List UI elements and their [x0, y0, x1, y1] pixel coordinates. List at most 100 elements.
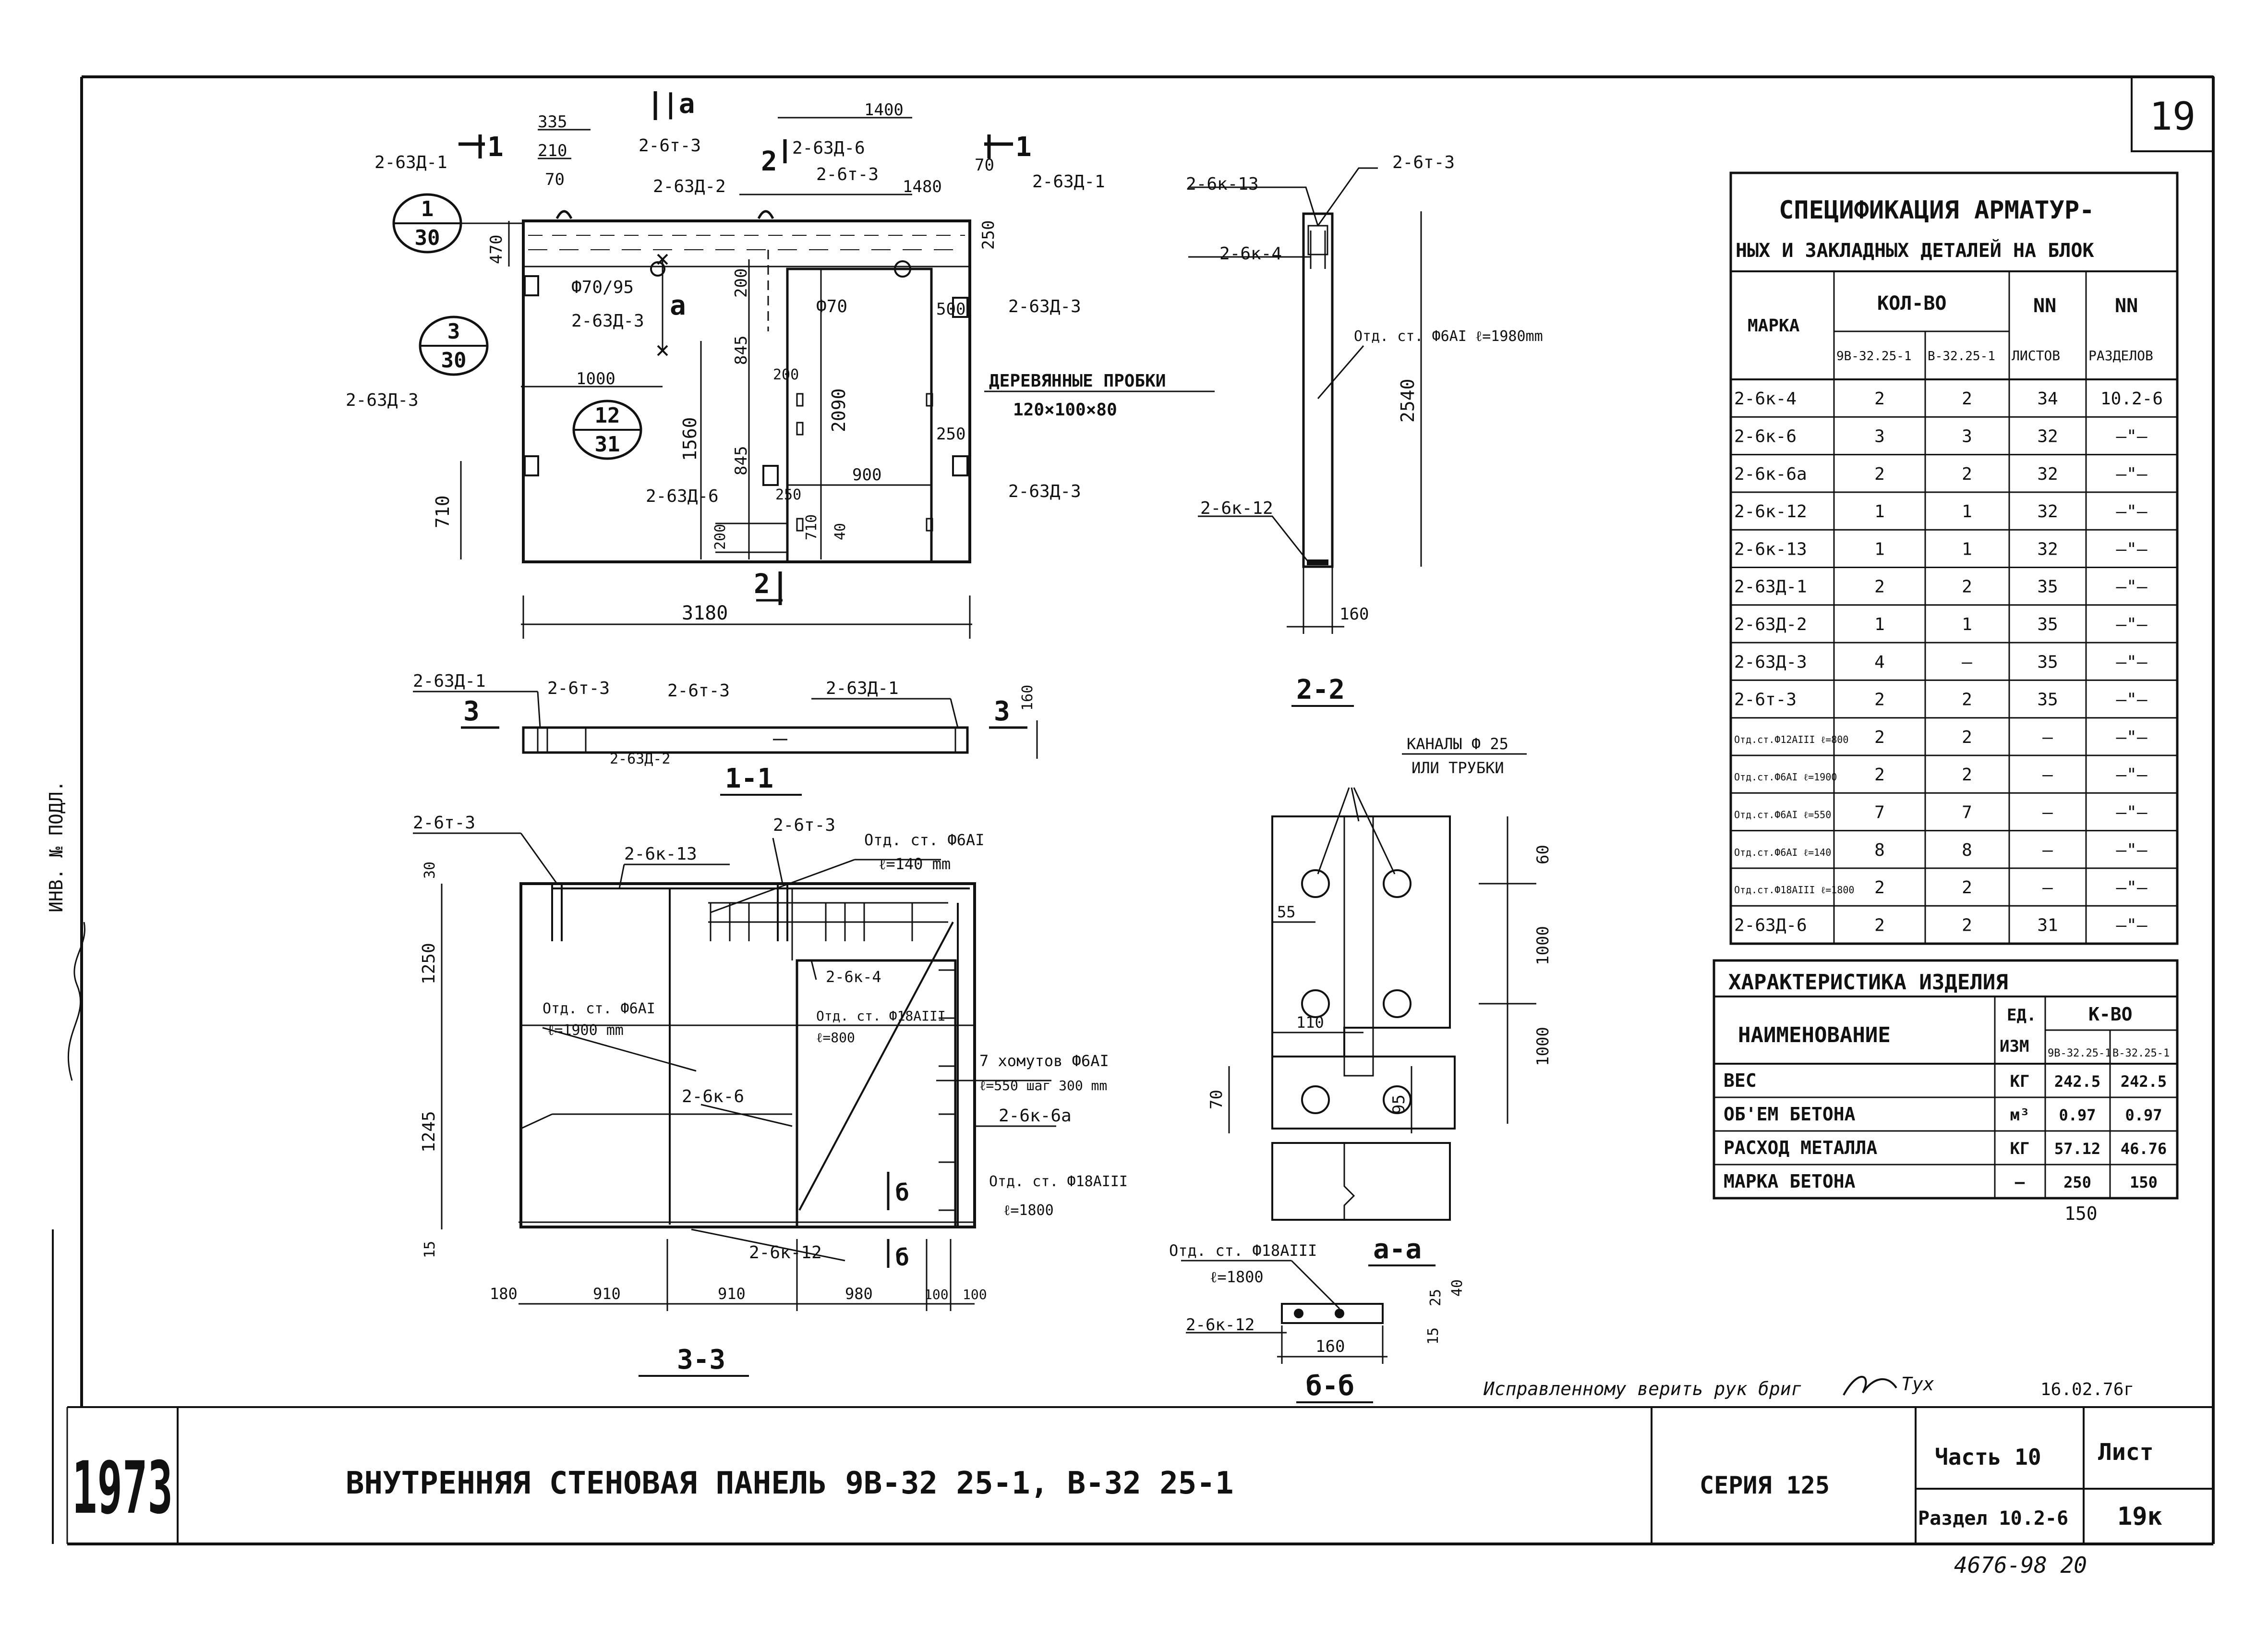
- wood-plugs-size: 120×100×80: [1013, 400, 1117, 420]
- spec-cell-r3-c1: 1: [1874, 502, 1885, 522]
- dim-900: 900: [852, 465, 881, 485]
- svg-text:30: 30: [441, 348, 467, 373]
- list-label: Лист: [2098, 1439, 2154, 1466]
- correction-signature: Тух: [1901, 1373, 1934, 1395]
- spec-cell-r14-c4: —"—: [2116, 915, 2147, 935]
- spec-cell-r10-c1: 2: [1874, 765, 1885, 785]
- reinf-label-rod3-a: Отд. ст. Ф18АIII: [816, 1008, 946, 1024]
- spec-cell-r13-c0: Отд.ст.Ф18АIII ℓ=1800: [1734, 884, 1854, 896]
- spec-cell-r14-c2: 2: [1962, 915, 1972, 935]
- spec-cell-r10-c3: —: [2042, 765, 2053, 785]
- spec-cell-r5-c2: 2: [1962, 577, 1972, 597]
- reinf-label-clamps-a: 7 хомутов Ф6АI: [979, 1052, 1109, 1070]
- detail-bb-rod-a: Отд. ст. Ф18АIII: [1169, 1241, 1317, 1260]
- dim-710-a: 710: [432, 495, 453, 528]
- section-mark-a-top: |a: [663, 88, 695, 120]
- section-mark-1-left: 1: [487, 132, 504, 163]
- spec-cell-r5-c0: 2-63Д-1: [1734, 577, 1807, 597]
- spec-title-line1: СПЕЦИФИКАЦИЯ АРМАТУР-: [1779, 196, 2094, 225]
- dim-250-c: 250: [775, 486, 801, 503]
- char-cell-r3-c3: 150: [2130, 1173, 2158, 1191]
- spec-table: СПЕЦИФИКАЦИЯ АРМАТУР- НЫХ И ЗАКЛАДНЫХ ДЕ…: [1729, 171, 2179, 945]
- char-header-qty: К-ВО: [2088, 1004, 2133, 1025]
- spec-cell-r1-c1: 3: [1874, 426, 1885, 446]
- char-cell-r1-c3: 0.97: [2125, 1106, 2162, 1124]
- front-elevation: |a a 1 1 2 2 1 30 3 30 12 31: [346, 88, 1215, 639]
- spec-cell-r3-c0: 2-6к-12: [1734, 502, 1807, 522]
- detail-bb-dim-15: 15: [1425, 1327, 1442, 1345]
- sheet-number: 19: [2149, 94, 2196, 139]
- reinf-dim-15: 15: [422, 1241, 438, 1258]
- plan-label-6t3-b: 2-6т-3: [667, 681, 730, 701]
- plan-label-63d1-right: 2-63Д-1: [826, 679, 899, 698]
- spec-cell-r12-c4: —"—: [2116, 840, 2147, 860]
- detail-aa-dim-110: 110: [1296, 1013, 1324, 1032]
- spec-cell-r5-c3: 35: [2037, 577, 2058, 597]
- reinf-label-rod2-b: ℓ=1900 mm: [547, 1022, 624, 1039]
- spec-cell-r11-c1: 7: [1874, 802, 1885, 822]
- side-label-6k4: 2-6к-4: [1219, 244, 1282, 264]
- reinf-dim-910-b: 910: [718, 1285, 746, 1303]
- spec-cell-r6-c1: 1: [1874, 615, 1885, 634]
- side-label-6k13: 2-6к-13: [1186, 174, 1259, 194]
- spec-cell-r13-c2: 2: [1962, 878, 1972, 898]
- spec-cell-r4-c1: 1: [1874, 539, 1885, 559]
- detail-aa-dim-70: 70: [1207, 1090, 1226, 1109]
- front-label-63d3-left: 2-63Д-3: [346, 390, 419, 410]
- spec-cell-r12-c1: 8: [1874, 840, 1885, 860]
- char-cell-r1-c1: м³: [2010, 1106, 2030, 1125]
- section-1-1-title: 1-1: [725, 763, 773, 794]
- char-cell-r2-c3: 46.76: [2121, 1140, 2167, 1158]
- spec-cell-r8-c2: 2: [1962, 690, 1972, 710]
- dim-1400: 1400: [864, 100, 904, 120]
- detail-bubble-3-30: 3 30: [419, 316, 489, 376]
- dim-200-c: 200: [712, 524, 729, 550]
- reinf-mark-b-bottom: б: [895, 1244, 909, 1271]
- spec-cell-r1-c3: 32: [2037, 426, 2058, 446]
- spec-cell-r8-c4: —"—: [2116, 690, 2147, 710]
- detail-aa-dim-60: 60: [1533, 845, 1553, 864]
- char-header-unit-a: ЕД.: [2007, 1006, 2036, 1025]
- spec-cell-r9-c0: Отд.ст.Ф12АIII ℓ=800: [1734, 734, 1848, 745]
- spec-cell-r6-c3: 35: [2037, 615, 2058, 634]
- dim-250-a: 250: [979, 220, 998, 250]
- detail-aa-dim-95: 95: [1389, 1094, 1409, 1114]
- spec-cell-r2-c2: 2: [1962, 464, 1972, 484]
- spec-cell-r14-c1: 2: [1874, 915, 1885, 935]
- detail-aa-channels-b: ИЛИ ТРУБКИ: [1411, 759, 1504, 777]
- dim-200-b: 200: [773, 366, 799, 383]
- front-label-63d1-right: 2-63Д-1: [1032, 172, 1105, 192]
- spec-cell-r11-c3: —: [2042, 802, 2053, 822]
- spec-cell-r4-c0: 2-6к-13: [1734, 539, 1807, 559]
- dim-470: 470: [487, 235, 506, 264]
- spec-cell-r4-c2: 1: [1962, 539, 1972, 559]
- front-label-hole-70: Ф70: [816, 297, 847, 316]
- front-label-63d3-right-top: 2-63Д-3: [1008, 297, 1081, 316]
- reinf-dim-980: 980: [845, 1285, 873, 1303]
- side-label-6t3: 2-6т-3: [1392, 153, 1455, 172]
- dim-1480: 1480: [903, 177, 942, 196]
- spec-cell-r9-c1: 2: [1874, 728, 1885, 747]
- correction-note: Исправленному верить рук бриг Тух 16.02.…: [1483, 1373, 2134, 1399]
- char-cell-r0-c0: ВЕС: [1724, 1070, 1757, 1091]
- spec-cell-r10-c2: 2: [1962, 765, 1972, 785]
- spec-cell-r5-c1: 2: [1874, 577, 1885, 597]
- detail-aa-dim-1000-b: 1000: [1533, 1027, 1553, 1066]
- svg-text:3: 3: [447, 319, 460, 344]
- detail-bb-6k12: 2-6к-12: [1186, 1315, 1255, 1335]
- spec-header-qty-a: 9В-32.25-1: [1836, 349, 1912, 364]
- reinf-label-6k13: 2-6к-13: [624, 844, 697, 864]
- spec-cell-r2-c3: 32: [2037, 464, 2058, 484]
- spec-cell-r13-c3: —: [2042, 878, 2053, 898]
- char-cell-r2-c0: РАСХОД МЕТАЛЛА: [1724, 1137, 1877, 1158]
- dim-70-b: 70: [975, 156, 994, 175]
- spec-cell-r10-c0: Отд.ст.Ф6АI ℓ=1900: [1734, 771, 1837, 783]
- char-cell-r3-c2: 250: [2063, 1173, 2091, 1191]
- reinf-mark-b-top: б: [895, 1179, 909, 1206]
- char-cell-r2-c2: 57.12: [2054, 1140, 2100, 1158]
- front-label-63d3-a: 2-63Д-3: [571, 311, 644, 331]
- dim-335: 335: [538, 112, 567, 132]
- detail-aa-dim-1000-a: 1000: [1533, 926, 1553, 965]
- reinf-label-6k6a: 2-6к-6а: [999, 1106, 1072, 1126]
- detail-a-a: КАНАЛЫ Ф 25 ИЛИ ТРУБКИ 55 110 60 1000 10…: [1207, 735, 1553, 1266]
